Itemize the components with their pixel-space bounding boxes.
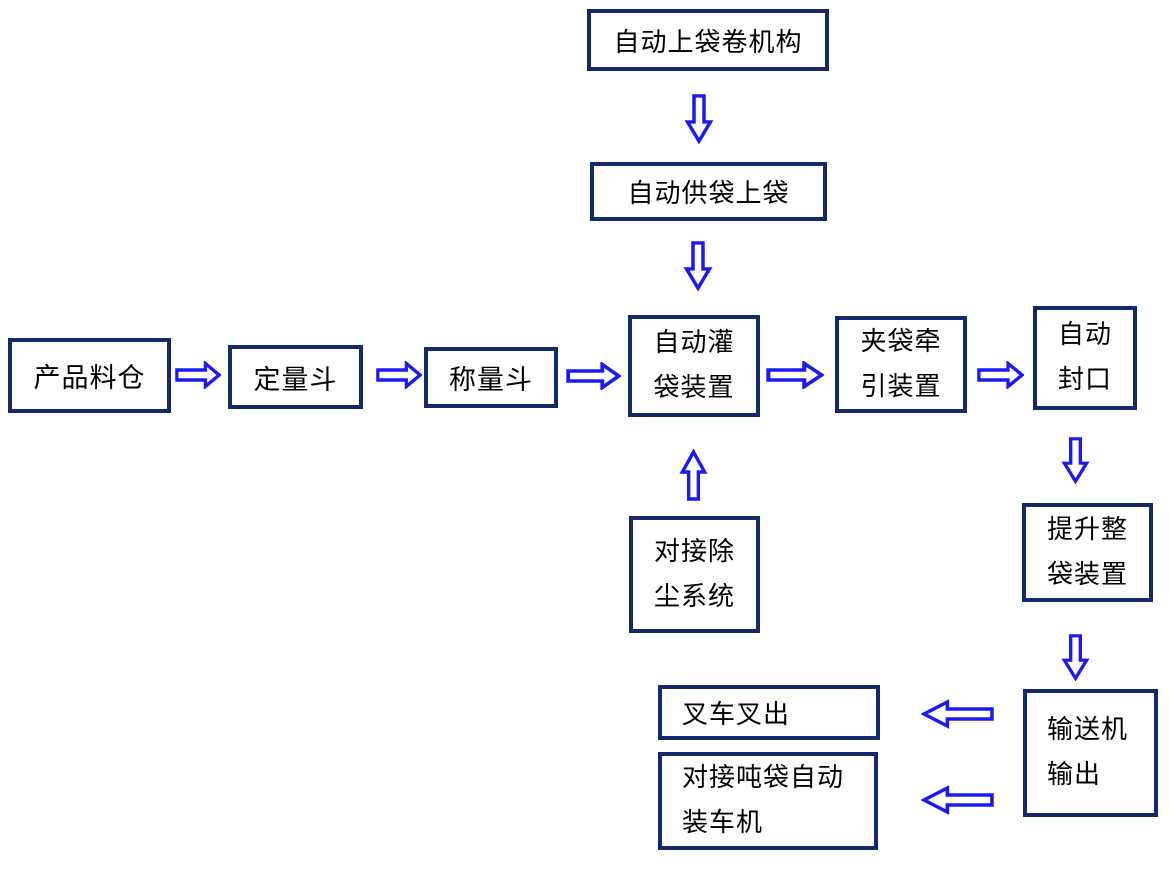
box-label: 叉车叉出 [682,700,791,730]
flow-box-quantitative-hopper: 定量斗 [228,345,363,409]
box-label-line1: 夹袋牵 [860,326,942,357]
flow-box-auto-bag-filling: 自动灌 袋装置 [628,315,760,417]
arrow-right-icon [566,362,621,390]
flow-box-conveyor-output: 输送机 输出 [1023,689,1158,817]
arrow-down-icon [1061,437,1090,484]
box-label: 产品料仓 [33,363,146,394]
flow-box-bag-clamp-traction: 夹袋牵 引装置 [835,316,967,413]
arrow-left-icon [921,785,994,815]
box-label-line2: 装车机 [682,808,764,838]
arrow-left-icon [921,699,994,729]
box-label: 定量斗 [253,364,338,396]
flow-box-auto-bag-supply: 自动供袋上袋 [590,162,827,221]
box-label-line2: 袋装置 [1046,559,1128,590]
box-label-line2: 输出 [1047,760,1102,790]
arrow-down-icon [1061,634,1090,681]
box-label-line2: 尘系统 [653,581,735,612]
box-label-line1: 输送机 [1047,715,1129,745]
arrow-down-icon [683,241,713,291]
flow-box-product-silo: 产品料仓 [8,338,171,413]
flow-box-ton-bag-truck-loader: 对接吨袋自动 装车机 [658,752,878,850]
flow-box-bag-lifting: 提升整 袋装置 [1022,503,1153,602]
box-label-line1: 提升整 [1046,514,1128,545]
box-label-line1: 对接吨袋自动 [682,763,845,793]
box-label: 称量斗 [449,365,533,396]
box-label-line1: 自动灌 [653,328,735,358]
box-label-line2: 引装置 [860,371,942,402]
arrow-down-icon [684,94,714,144]
flow-box-weighing-hopper: 称量斗 [424,347,558,408]
box-label: 自动上袋卷机构 [613,27,803,58]
flow-box-dust-removal-docking: 对接除 尘系统 [629,516,760,633]
box-label: 自动供袋上袋 [627,179,790,209]
arrow-right-icon [766,361,824,389]
arrow-up-icon [679,449,708,501]
flow-box-forklift-out: 叉车叉出 [658,685,880,740]
arrow-right-icon [376,361,422,389]
flow-box-auto-sealing: 自动 封口 [1033,306,1137,410]
box-label-line2: 封口 [1057,365,1112,395]
arrow-right-icon [175,361,221,389]
flow-box-auto-bag-roll-mechanism: 自动上袋卷机构 [587,9,829,71]
arrow-right-icon [977,361,1024,389]
box-label-line1: 自动 [1057,320,1112,350]
box-label-line2: 袋装置 [653,373,735,403]
box-label-line1: 对接除 [653,536,735,567]
